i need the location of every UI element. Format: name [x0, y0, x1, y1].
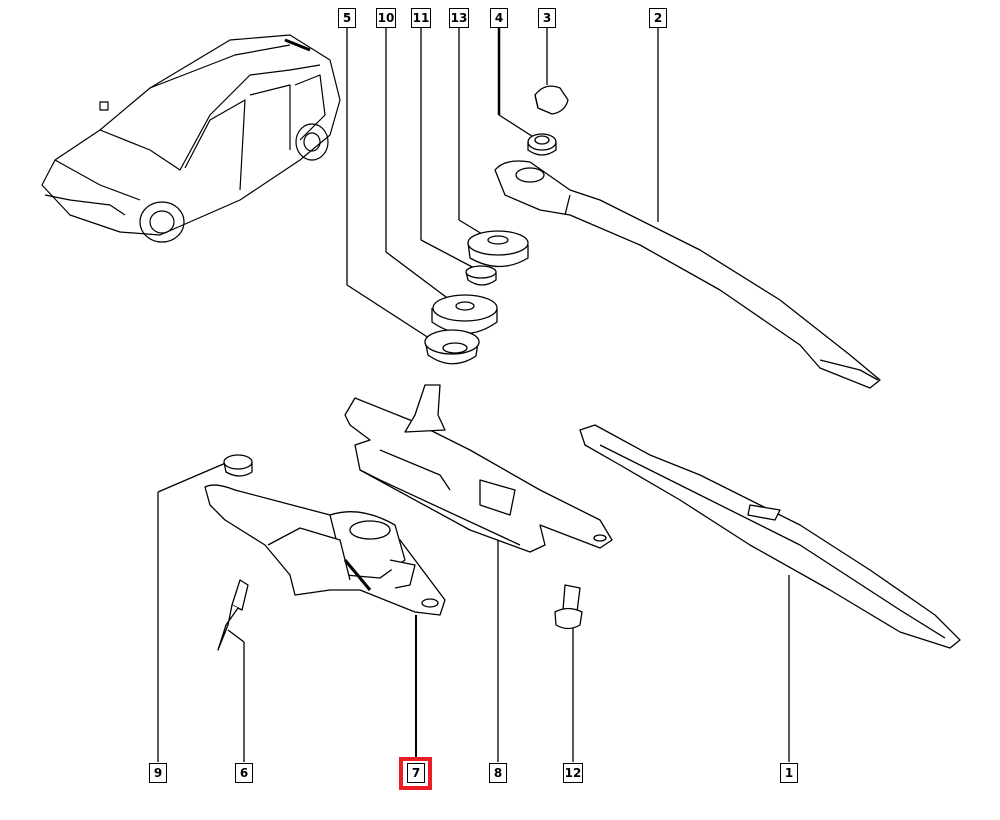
callout-10[interactable]: 10 [376, 8, 396, 28]
callout-11[interactable]: 11 [411, 8, 431, 28]
part-5-grommet [424, 329, 480, 365]
part-1-wiper-blade [579, 424, 961, 649]
callout-5[interactable]: 5 [338, 8, 356, 28]
part-8-bracket [344, 384, 613, 553]
part-7-motor [204, 484, 446, 616]
selected-highlight [399, 757, 432, 790]
part-9-nut [223, 454, 253, 477]
callout-7[interactable]: 7 [407, 763, 425, 783]
callout-3[interactable]: 3 [538, 8, 556, 28]
callout-12[interactable]: 12 [563, 763, 583, 783]
callout-9[interactable]: 9 [149, 763, 167, 783]
part-6-rivet [217, 579, 249, 651]
callout-6[interactable]: 6 [235, 763, 253, 783]
part-12-screw [554, 584, 583, 630]
part-4-nut [527, 133, 557, 156]
callout-4[interactable]: 4 [490, 8, 508, 28]
leader-lines [157, 27, 790, 762]
callout-8[interactable]: 8 [489, 763, 507, 783]
part-10-seal [431, 294, 498, 335]
callout-1[interactable]: 1 [780, 763, 798, 783]
part-3-cap [534, 85, 569, 115]
callout-13[interactable]: 13 [449, 8, 469, 28]
part-2-wiper-arm [494, 160, 881, 389]
part-13-grommet [467, 230, 529, 268]
car-illustration [41, 34, 341, 243]
callout-2[interactable]: 2 [649, 8, 667, 28]
part-11-nut [465, 265, 497, 286]
